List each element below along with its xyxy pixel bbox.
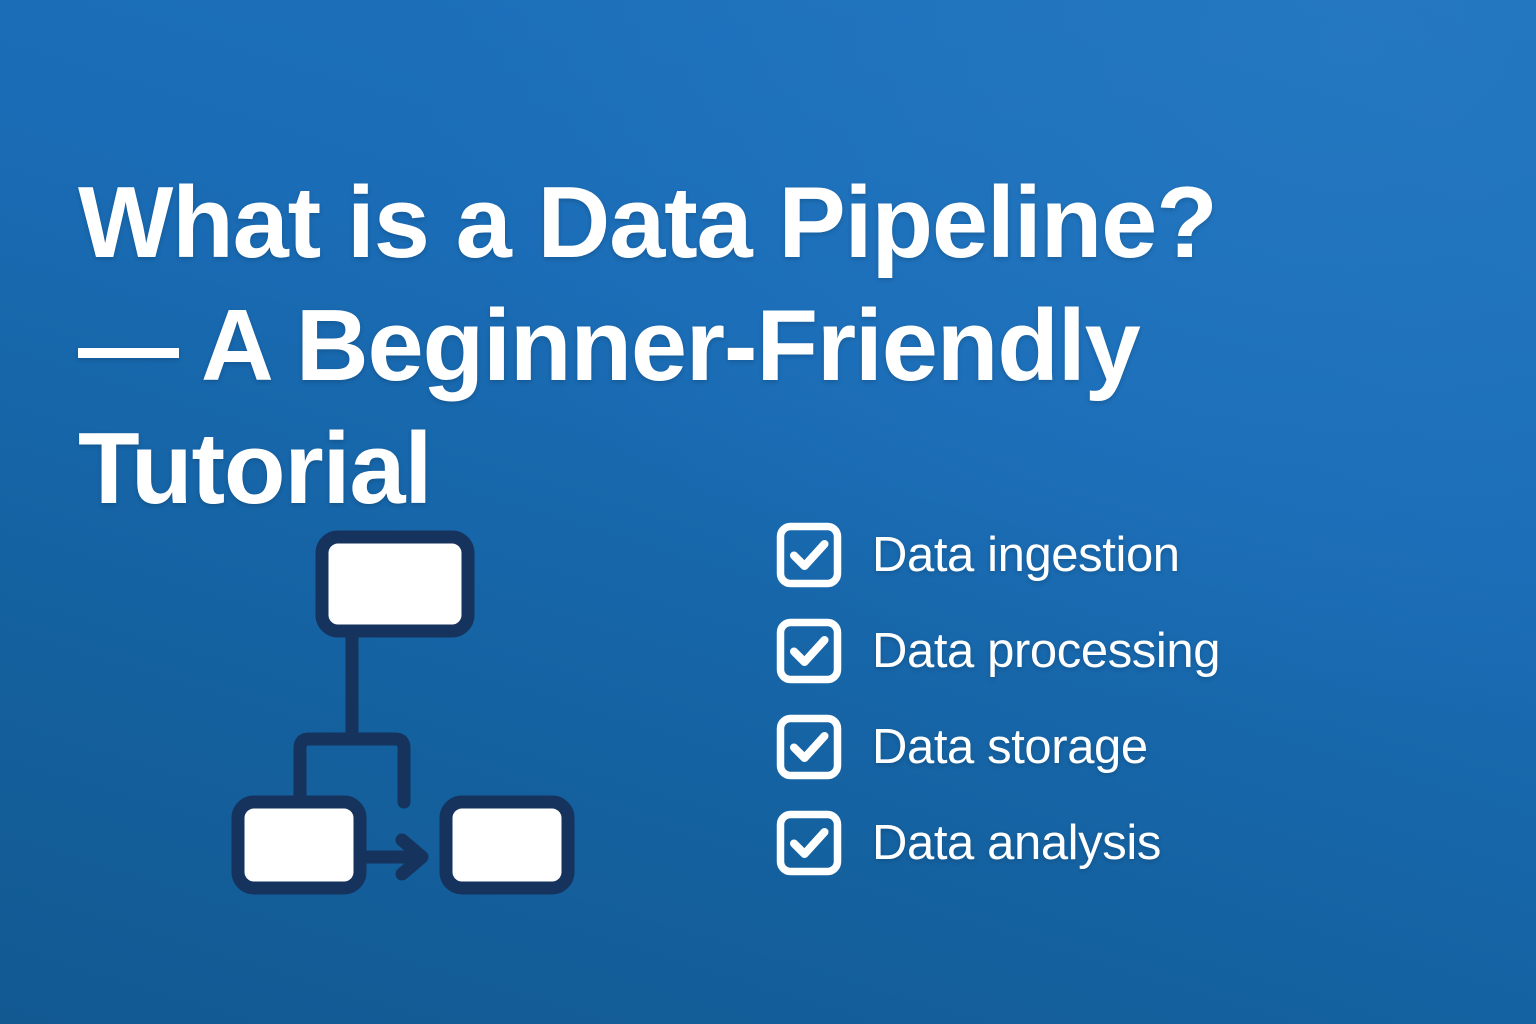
flowchart-svg <box>231 530 575 895</box>
checkbox-checked-icon[interactable] <box>776 714 842 780</box>
checklist-item[interactable]: Data ingestion <box>776 521 1416 589</box>
checklist-item-label: Data ingestion <box>872 527 1180 582</box>
checklist-item-label: Data analysis <box>872 815 1161 870</box>
checkbox-checked-icon[interactable] <box>776 810 842 876</box>
checklist: Data ingestion Data processing Data stor… <box>776 521 1416 877</box>
connector-arrow-head <box>395 833 429 881</box>
flowchart-node-bottom-right <box>439 795 575 895</box>
checklist-item-label: Data processing <box>872 623 1221 678</box>
flowchart-icon <box>212 512 612 912</box>
checklist-item[interactable]: Data processing <box>776 617 1416 685</box>
checklist-item[interactable]: Data storage <box>776 713 1416 781</box>
checkbox-checked-icon[interactable] <box>776 522 842 588</box>
flowchart-node-top <box>315 530 475 638</box>
connector-branch-bar <box>293 732 411 809</box>
flowchart-node-bottom-left <box>231 795 367 895</box>
checkbox-checked-icon[interactable] <box>776 618 842 684</box>
checklist-item[interactable]: Data analysis <box>776 809 1416 877</box>
checklist-item-label: Data storage <box>872 719 1148 774</box>
page-title: What is a Data Pipeline? — A Beginner-Fr… <box>78 166 1218 525</box>
